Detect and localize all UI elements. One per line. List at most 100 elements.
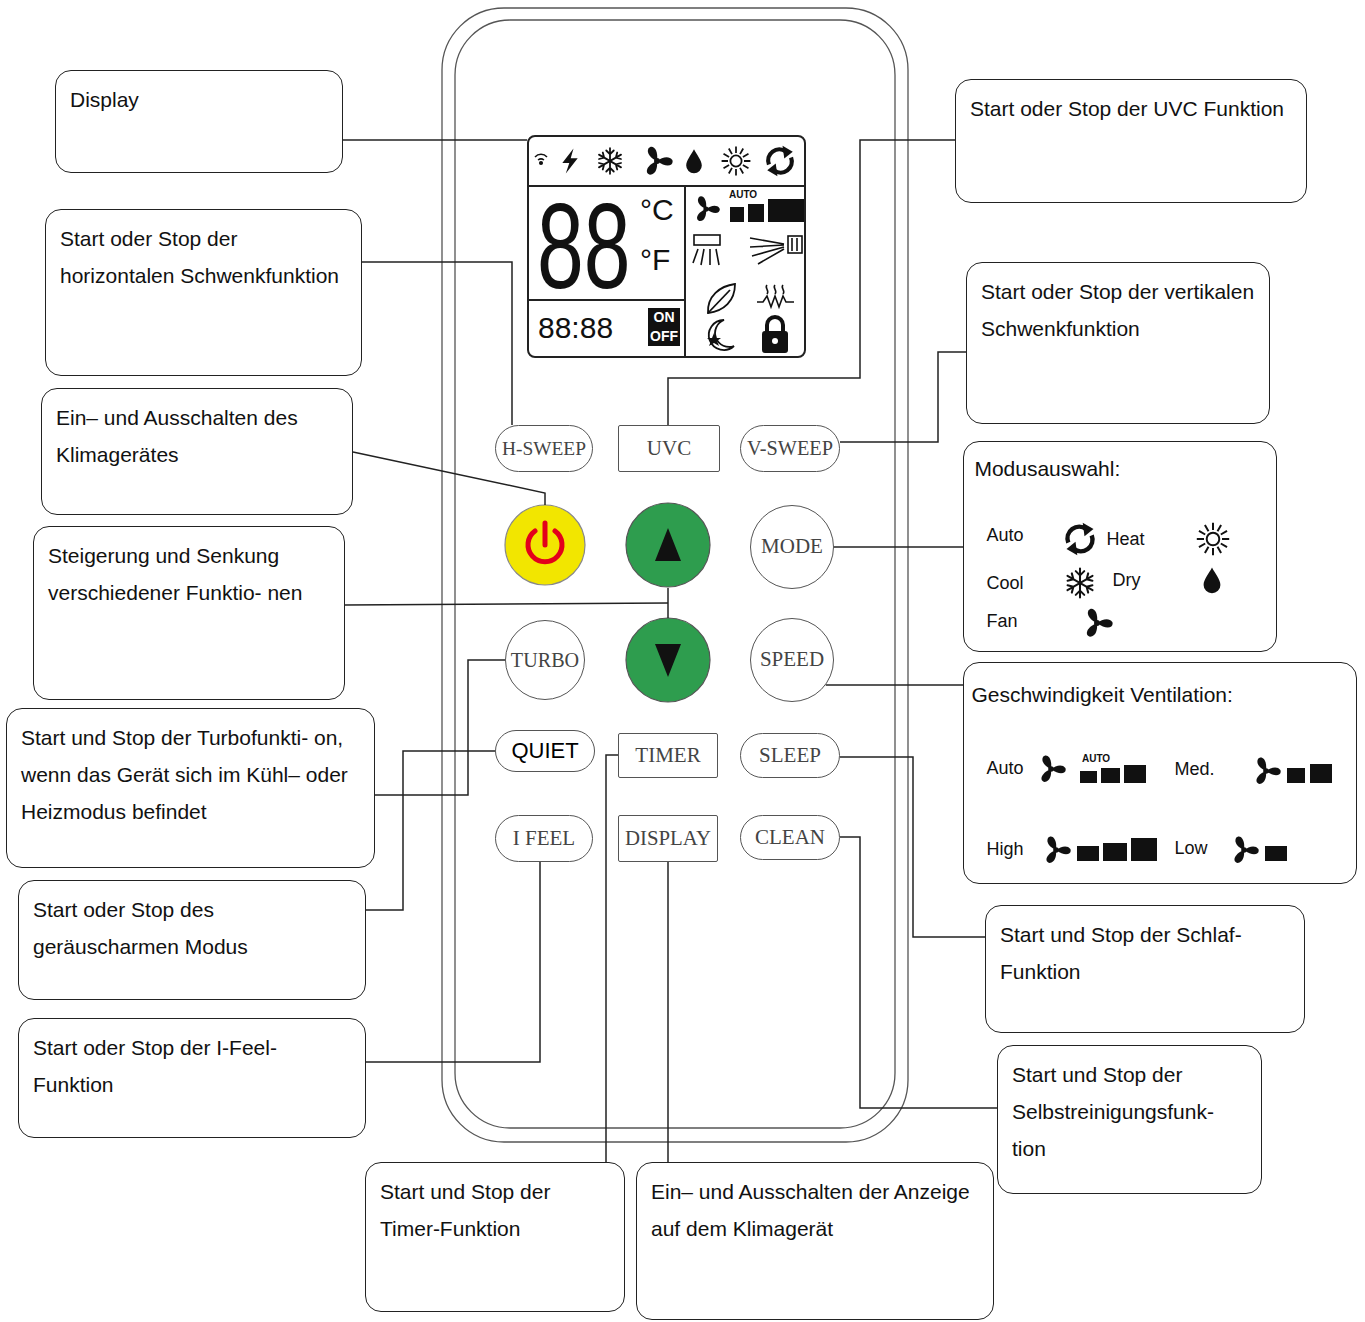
mode-legend-box: Modusauswahl:AutoHeatCoolDryFan — [963, 441, 1277, 652]
fan-icon — [695, 196, 721, 222]
dry-icon — [686, 149, 702, 173]
remote-button: TURBO — [505, 620, 585, 700]
callout-text: Start oder Stop der I-Feel- Funktion — [33, 1029, 353, 1103]
sleep-icon — [709, 320, 734, 350]
leader-line — [668, 140, 955, 425]
callout-box: Start oder Stop der UVC Funktion — [955, 79, 1307, 203]
callout-box: Start und Stop der Timer-Funktion — [365, 1162, 625, 1312]
small-label: AUTO — [1082, 754, 1110, 764]
button-label: CLEAN — [755, 825, 825, 850]
button-label: MODE — [761, 534, 823, 559]
speed-bars — [1310, 764, 1332, 783]
speed-bars — [1265, 846, 1287, 861]
remote-button: I FEEL — [495, 815, 593, 862]
callout-box: Display — [55, 70, 343, 173]
display-text: Dry — [1112, 570, 1140, 592]
down-button — [655, 644, 681, 677]
heat-icon — [722, 147, 751, 176]
speed-legend-box: Geschwindigkeit Ventilation: Auto Med. High… — [963, 662, 1357, 884]
display-text: Modusauswahl: — [974, 456, 1120, 481]
speed-bars — [1103, 843, 1127, 861]
swing-icon — [788, 236, 802, 253]
button-label: SLEEP — [759, 743, 821, 768]
display-text: 88:88 — [538, 313, 613, 343]
down-button — [626, 618, 710, 702]
callout-box: Start und Stop der Schlaf- Funktion — [985, 905, 1305, 1033]
swing-icon — [750, 238, 797, 264]
button-label: DISPLAY — [625, 826, 711, 851]
leader-line — [840, 352, 966, 442]
fan-icon — [1084, 609, 1114, 638]
speed-bars — [730, 199, 804, 222]
heater-icon — [766, 285, 784, 294]
wifi-icon — [540, 162, 543, 165]
sleep-icon — [707, 320, 734, 350]
display-text: Heat — [1106, 529, 1144, 551]
down-button — [626, 618, 710, 702]
speed-bars — [748, 204, 764, 222]
remote-housing — [442, 8, 908, 1142]
callout-text: Start und Stop der Turbofunkti- on, wenn… — [21, 719, 362, 830]
leader-line — [345, 452, 668, 618]
display-text: Geschwindigkeit Ventilation: — [971, 682, 1233, 707]
display-text: °F — [640, 245, 670, 275]
remote-button: TIMER — [618, 733, 718, 778]
remote-housing — [455, 20, 895, 1128]
button-label: SPEED — [760, 647, 824, 672]
button-label: UVC — [647, 436, 691, 461]
leader-line — [834, 546, 963, 548]
fan-icon — [1039, 756, 1067, 784]
button-label: V-SWEEP — [747, 436, 833, 460]
button-label: TURBO — [511, 648, 579, 672]
fan-icon — [1254, 758, 1282, 786]
auto-icon — [1067, 523, 1094, 555]
callout-box: Ein– und Ausschalten der Anzeige auf dem… — [636, 1162, 994, 1320]
eco-icon — [708, 290, 730, 313]
display-divider — [527, 186, 806, 358]
display-text: Auto — [986, 758, 1023, 780]
cool-icon — [1065, 569, 1094, 598]
leader-line — [606, 755, 618, 1162]
lock-icon — [767, 317, 783, 333]
speed-bars — [1080, 771, 1097, 783]
eco-icon — [708, 284, 735, 313]
button-label: I FEEL — [513, 826, 575, 851]
callout-text: Start und Stop der Timer-Funktion — [380, 1173, 612, 1247]
up-button — [626, 503, 710, 587]
callout-box: Start oder Stop der horizontalen Schwenk… — [45, 209, 362, 376]
leader-line — [667, 588, 669, 618]
power-button — [505, 505, 585, 585]
leader-line — [353, 452, 545, 505]
callout-text: Start oder Stop des geräuscharmen Modus — [33, 891, 353, 965]
display-text: OFF — [648, 327, 680, 346]
speed-bars — [1124, 765, 1146, 783]
lcd-display: 88°C°F88:88ONOFF — [527, 135, 806, 358]
display-text: Fan — [986, 611, 1017, 633]
leader-line — [362, 262, 512, 425]
leader-line — [366, 862, 540, 1062]
leader-line — [840, 837, 997, 1108]
leader-line — [826, 684, 963, 686]
swing-icon — [693, 249, 719, 265]
power-button — [505, 505, 585, 585]
callout-text: Start und Stop der Selbstreinigungsfunk-… — [1012, 1056, 1249, 1167]
callout-text: Display — [70, 81, 330, 118]
callout-box: Start und Stop der Turbofunkti- on, wenn… — [6, 708, 375, 868]
leader-line — [366, 751, 495, 910]
button-label: TIMER — [635, 743, 700, 768]
display-text: Med. — [1174, 759, 1214, 781]
cool-icon — [597, 148, 623, 174]
callout-box: Steigerung und Senkung verschiedener Fun… — [33, 526, 345, 700]
remote-button: QUIET — [495, 730, 595, 772]
leader-line — [343, 139, 527, 141]
remote-button: MODE — [750, 505, 834, 589]
display-text: High — [986, 839, 1023, 861]
speed-bars — [1101, 768, 1120, 783]
remote-button: UVC — [618, 425, 720, 472]
swing-icon — [693, 235, 802, 265]
display-text: 88 — [537, 186, 630, 306]
up-button — [655, 528, 681, 561]
